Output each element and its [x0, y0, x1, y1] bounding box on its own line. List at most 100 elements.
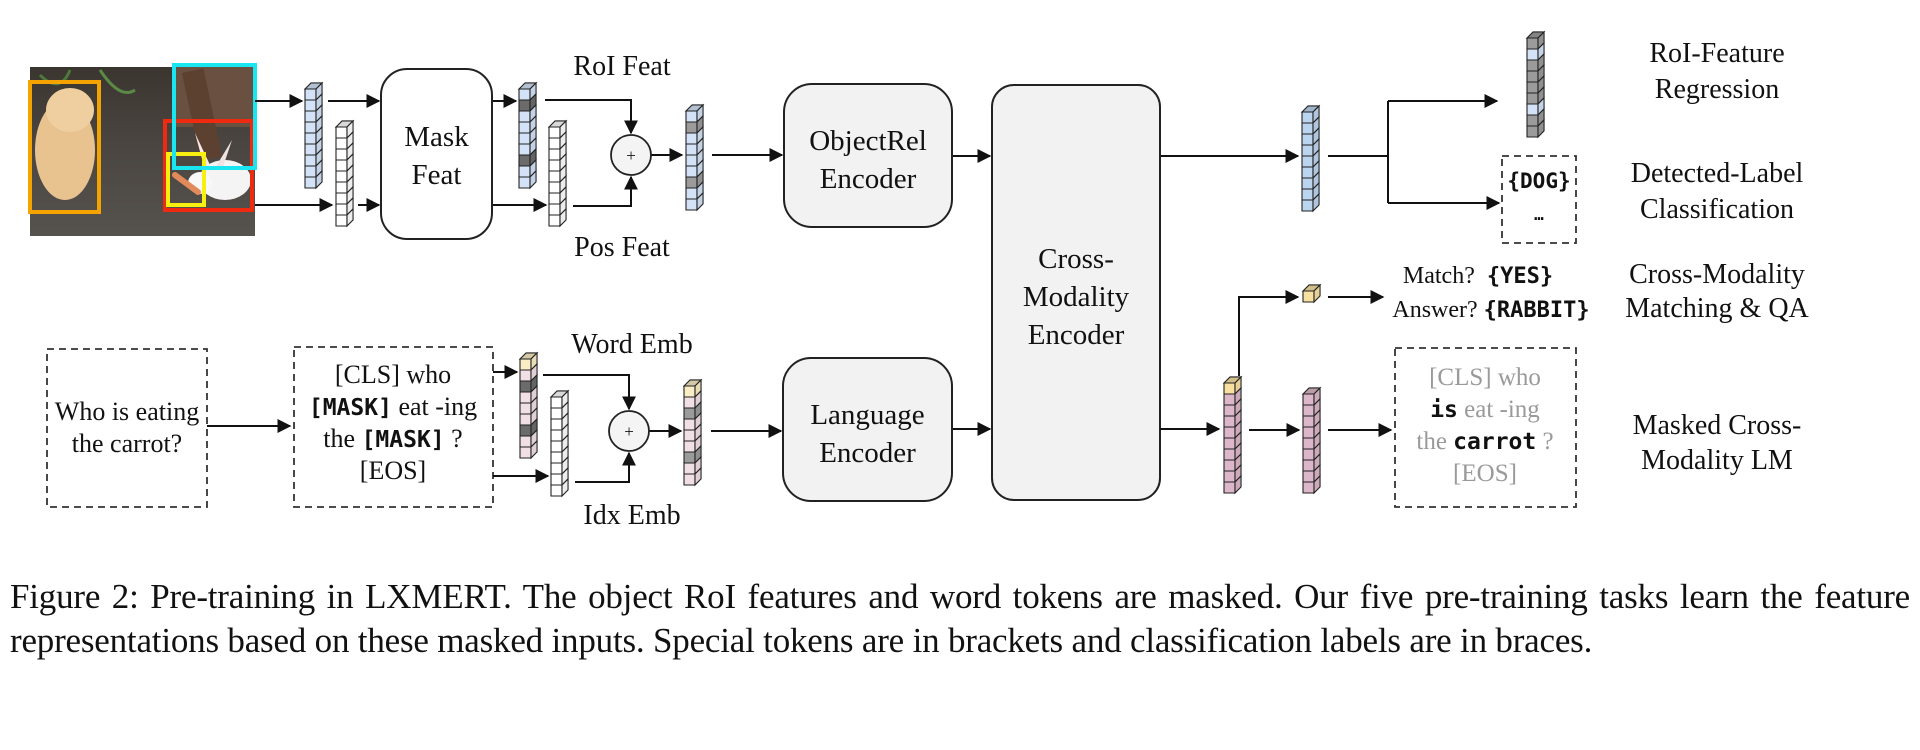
stack-cell: [1302, 393, 1315, 406]
stack-cell: [550, 396, 563, 409]
stack-cell: [304, 110, 317, 123]
answer-question: Answer?: [1392, 297, 1477, 323]
dog-box: [28, 80, 101, 214]
stack-cell-side: [529, 169, 537, 190]
stack-cell: [519, 380, 532, 393]
stack-cell: [548, 137, 561, 150]
carrot-box: [166, 152, 206, 207]
stack-cell: [683, 440, 696, 453]
stack-cell: [1301, 122, 1314, 135]
stack-cell: [548, 181, 561, 194]
stack-cell: [1526, 92, 1539, 105]
stack-cell: [550, 462, 563, 475]
stack-cell: [335, 214, 348, 227]
stack-cell: [1301, 111, 1314, 124]
stack-cell: [1223, 481, 1236, 494]
stack-cell: [548, 203, 561, 216]
stack-cell: [685, 154, 698, 167]
stack-cell: [335, 159, 348, 172]
stack-cell: [518, 132, 531, 145]
stack-cell: [1302, 426, 1315, 439]
stack-cell: [518, 121, 531, 134]
task-roi-regression-2: Regression: [1655, 74, 1779, 105]
rabbit-box: [163, 119, 254, 212]
stack-cell: [1302, 437, 1315, 450]
stack-cell: [548, 148, 561, 161]
objectrel-encoder-box: ObjectRel Encoder: [783, 83, 953, 228]
stack-cell: [519, 424, 532, 437]
stack-cell-side: [559, 207, 567, 228]
roi-feature-stack: [303, 81, 324, 190]
stack-cell: [550, 484, 563, 497]
stack-cell: [304, 154, 317, 167]
vision-sum-node: +: [610, 134, 652, 176]
stack-cell: [304, 143, 317, 156]
index-embedding-stack: [549, 389, 570, 498]
lm-line-4: [EOS]: [1453, 460, 1517, 487]
task-labels: RoI-Feature Regression Detected-Label Cl…: [1625, 38, 1809, 476]
stack-cell: [1526, 59, 1539, 72]
masked-roi-feature-stack: [517, 81, 538, 190]
object-output-stack: [1300, 104, 1321, 213]
stack-cell: [1301, 155, 1314, 168]
stack-cell: [1223, 404, 1236, 417]
mask-token: [MASK]: [362, 427, 445, 453]
stack-cell: [683, 462, 696, 475]
stack-cell-side: [1313, 283, 1321, 304]
stack-cell: [1301, 144, 1314, 157]
stack-cell: [335, 203, 348, 216]
lm-output-box: [CLS] who is eat -ing the carrot ? [EOS]: [1394, 347, 1577, 508]
stack-cell-side: [346, 207, 354, 228]
lm-line-3-post: ?: [1536, 428, 1553, 455]
stack-cell: [1223, 437, 1236, 450]
ellipsis: …: [1534, 205, 1544, 224]
stack-cell: [1301, 199, 1314, 212]
cross-output-language-stack: [1222, 375, 1243, 495]
mask-feat-box: Mask Feat: [380, 68, 493, 240]
task-matching-qa-2: Matching & QA: [1625, 293, 1809, 324]
stack-cell-side: [1234, 474, 1242, 495]
roi-regression-target-stack: [1525, 30, 1546, 139]
stack-cell: [1526, 81, 1539, 94]
stack-cell: [518, 143, 531, 156]
stack-cell: [335, 170, 348, 183]
stack-cell: [683, 396, 696, 409]
stack-cell: [519, 446, 532, 459]
stack-cell: [335, 181, 348, 194]
stack-cell: [1302, 470, 1315, 483]
mask-feat-label-2: Feat: [412, 159, 462, 191]
stack-cell: [685, 187, 698, 200]
token-line-2-rest: eat -ing: [392, 392, 477, 421]
task-detected-label-2: Classification: [1640, 194, 1794, 225]
stack-cell: [1223, 415, 1236, 428]
stack-cell: [518, 99, 531, 112]
stack-cell: [1526, 70, 1539, 83]
lm-line-3-pre: the: [1416, 428, 1453, 455]
stack-cell: [519, 413, 532, 426]
stack-cell-side: [694, 466, 702, 487]
language-encoder-label-1: Language: [810, 399, 924, 431]
stack-cell: [1301, 177, 1314, 190]
vision-stream-connectors: [255, 94, 1501, 212]
token-line-1: [CLS] who: [335, 360, 451, 389]
answer-value: {RABBIT}: [1484, 298, 1590, 323]
object-input-stack: [684, 103, 705, 212]
language-encoder-label-2: Encoder: [819, 437, 916, 469]
cross-modality-encoder-box: Cross- Modality Encoder: [991, 84, 1161, 501]
language-sum-node: +: [608, 410, 650, 452]
stack-cell: [1223, 382, 1236, 395]
stack-cell: [1223, 448, 1236, 461]
stack-cell: [683, 385, 696, 398]
stack-cell: [550, 451, 563, 464]
stack-cell: [518, 176, 531, 189]
masked-position-feature-stack: [547, 119, 568, 228]
stack-cell: [1223, 459, 1236, 472]
cross-encoder-label-3: Encoder: [1028, 319, 1125, 351]
stack-cell: [519, 358, 532, 371]
stack-cell: [1302, 448, 1315, 461]
stack-cell: [304, 99, 317, 112]
language-encoder-box: Language Encoder: [782, 357, 953, 502]
stack-cell: [685, 110, 698, 123]
stack-cell: [518, 110, 531, 123]
stack-cell: [335, 192, 348, 205]
